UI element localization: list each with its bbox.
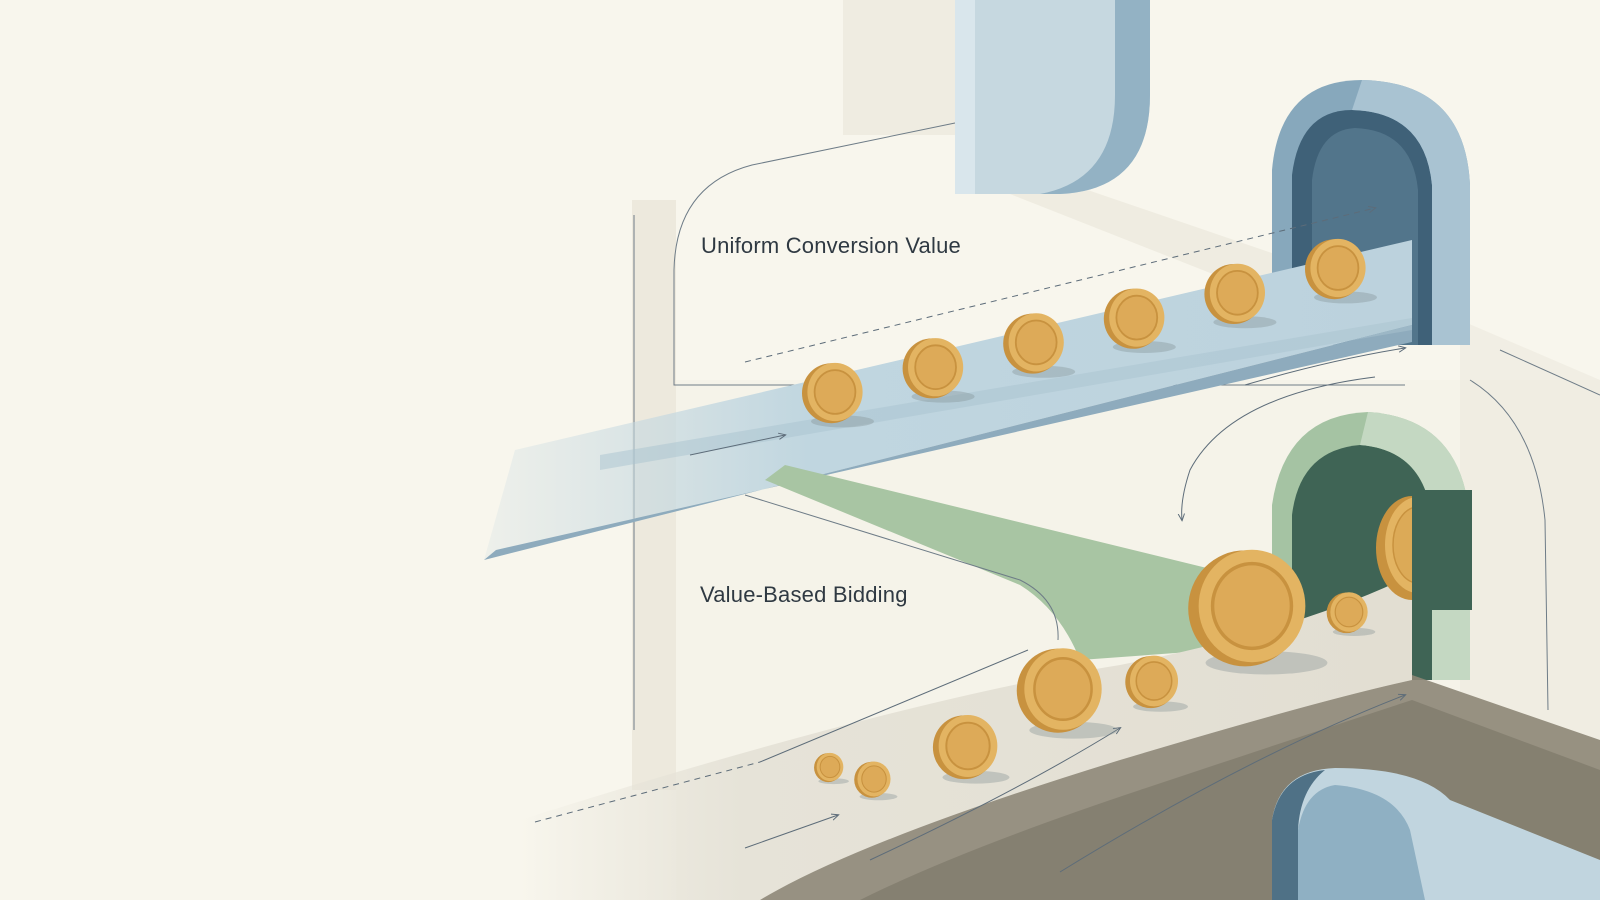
value-based-coins bbox=[814, 549, 1376, 801]
uniform-coin bbox=[802, 362, 874, 428]
uniform-coin bbox=[1204, 263, 1277, 329]
uniform-flow-dashed-line bbox=[744, 208, 1375, 363]
value-based-coin bbox=[1125, 655, 1188, 712]
value-flow-lines bbox=[534, 649, 1405, 873]
uniform-flow-arrow bbox=[689, 435, 785, 456]
uniform-coins bbox=[802, 238, 1377, 428]
coin-entering-portal bbox=[1376, 490, 1472, 610]
value-based-coin bbox=[1326, 592, 1376, 636]
value-based-coin bbox=[1188, 549, 1328, 675]
uniform-conversion-value-label: Uniform Conversion Value bbox=[701, 233, 961, 258]
uniform-coin bbox=[902, 338, 975, 403]
uniform-track bbox=[484, 240, 1412, 560]
value-based-bidding-label: Value-Based Bidding bbox=[700, 582, 908, 607]
uniform-exit-arrow bbox=[1244, 348, 1405, 386]
value-based-coin bbox=[854, 761, 898, 801]
top-wall-pillar bbox=[955, 0, 1150, 194]
bottom-portal bbox=[1272, 768, 1600, 900]
value-based-coin bbox=[1016, 648, 1118, 739]
value-based-coin bbox=[814, 752, 849, 785]
uniform-coin bbox=[1103, 288, 1176, 353]
uniform-coin bbox=[1305, 238, 1377, 304]
green-path bbox=[744, 465, 1285, 660]
value-based-coin bbox=[932, 715, 1010, 784]
uniform-coin bbox=[1003, 313, 1076, 378]
return-curve-arrow bbox=[1182, 376, 1376, 520]
